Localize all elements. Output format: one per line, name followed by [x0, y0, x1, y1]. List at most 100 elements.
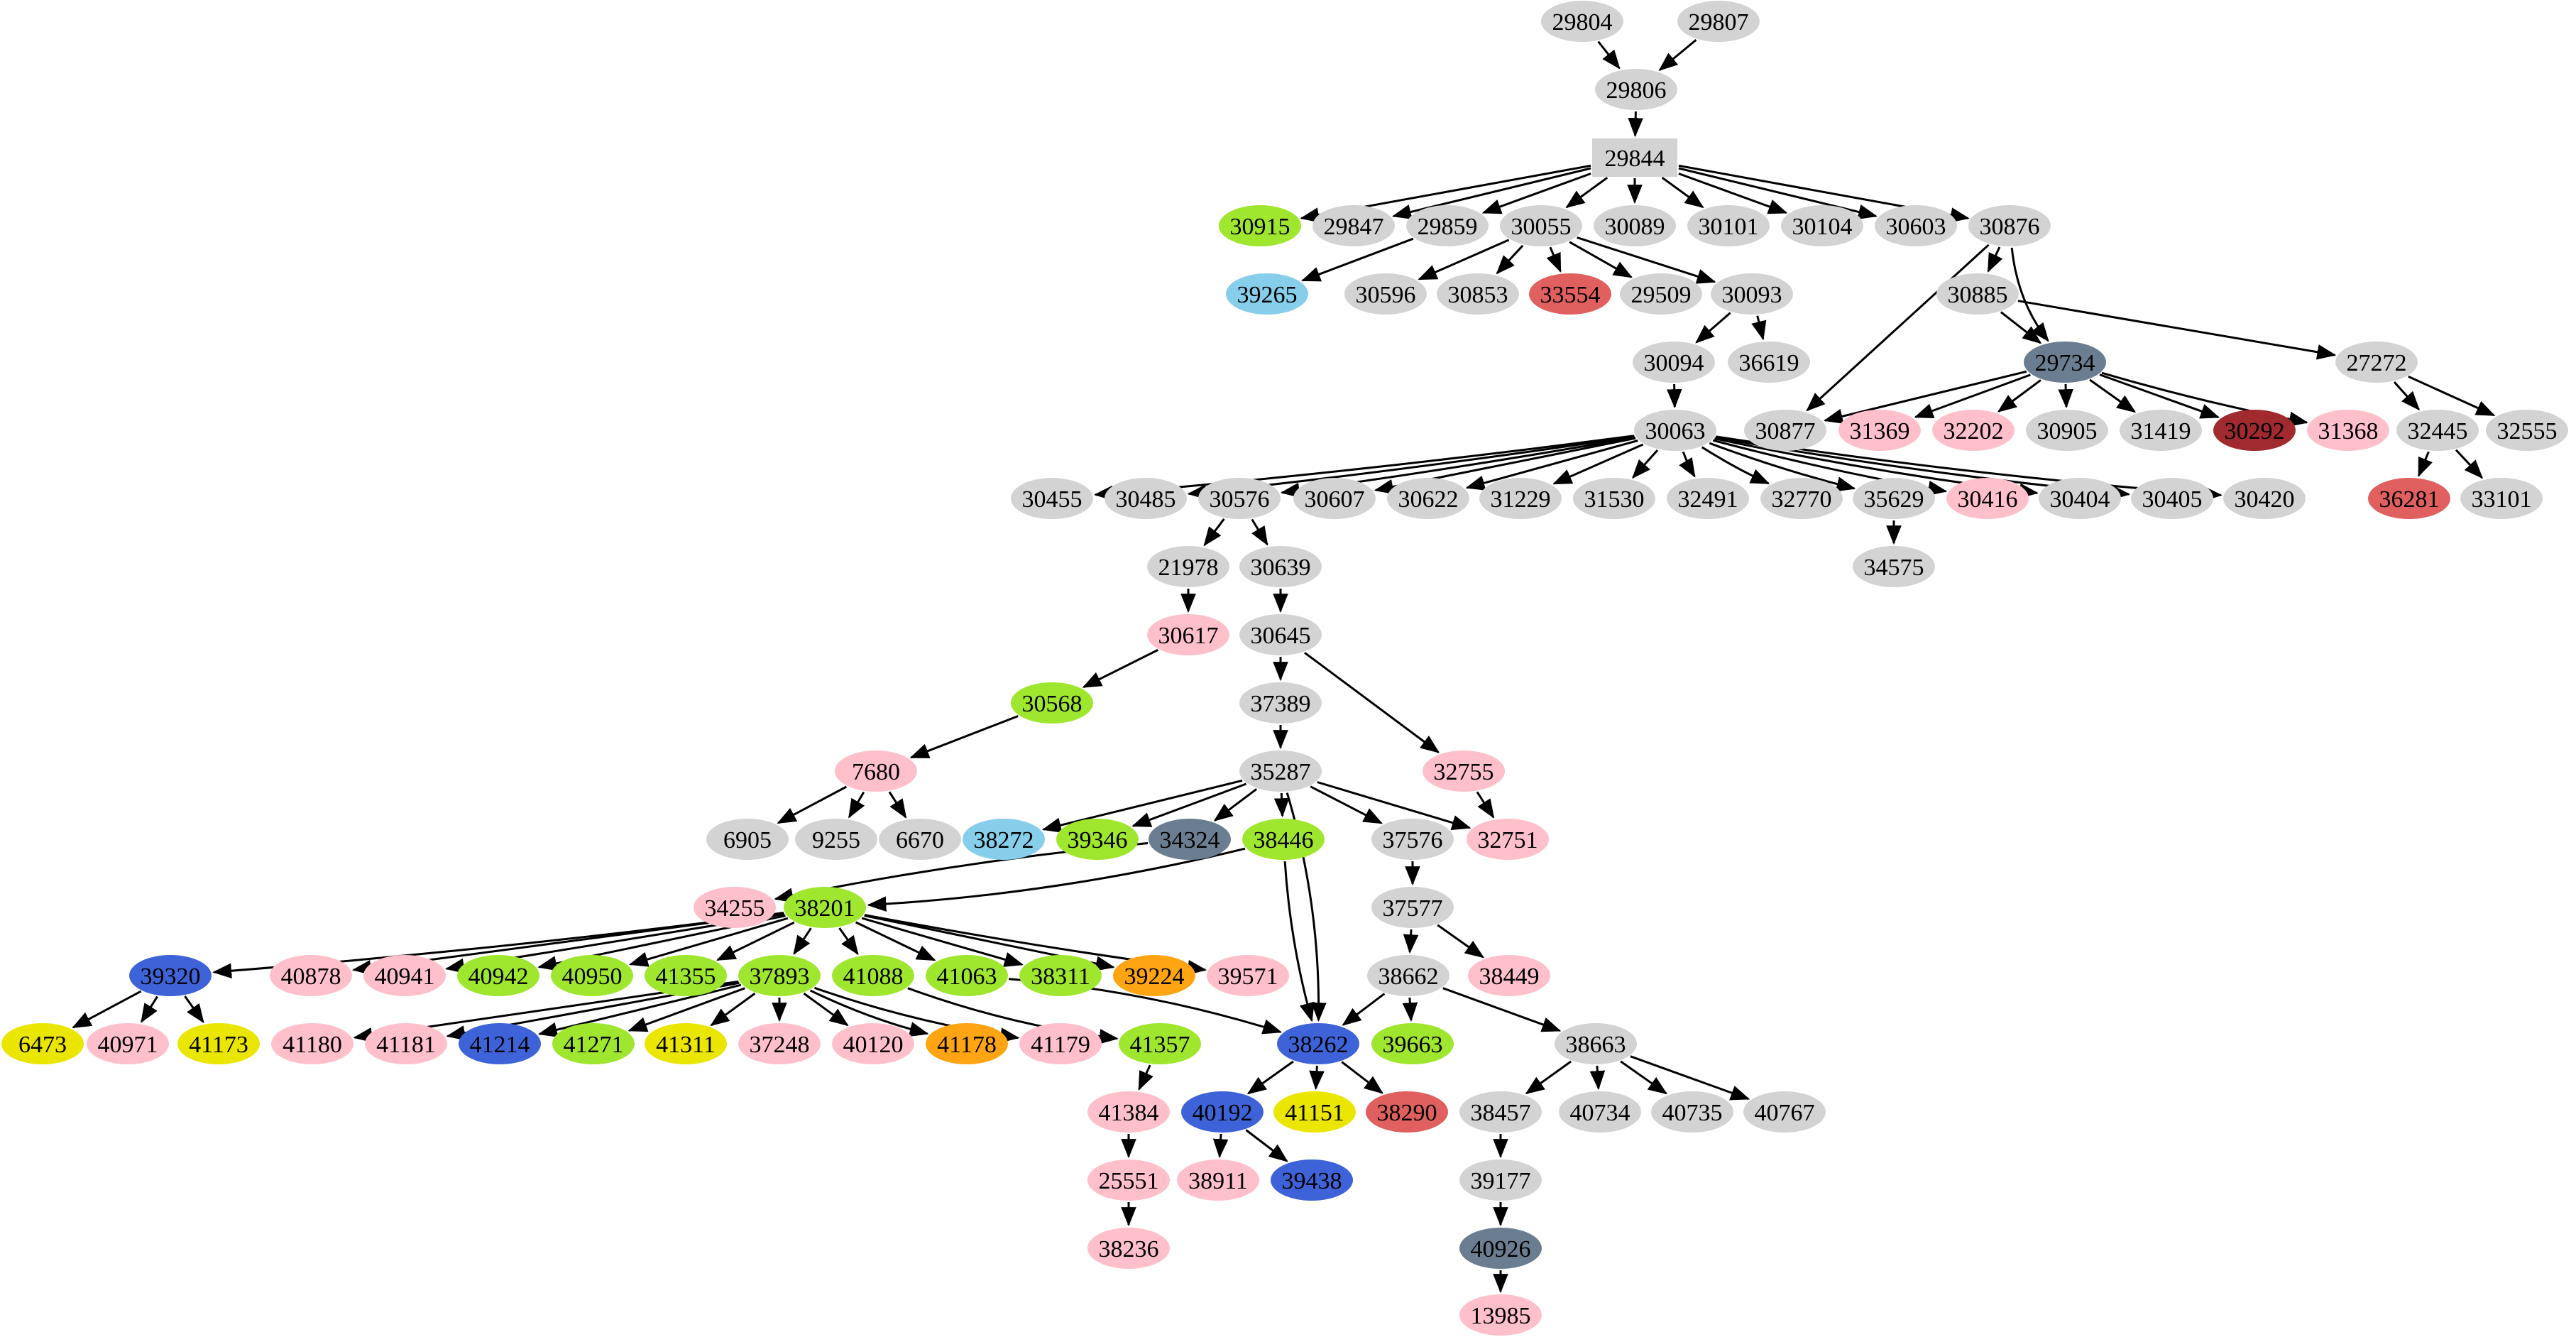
graph-node-41181: 41181: [365, 1023, 447, 1064]
node-ellipse-shape: [832, 955, 914, 996]
edge-29844-30055: [1565, 176, 1608, 209]
graph-node-33101: 33101: [2460, 478, 2543, 519]
edge-30885-29734: [2000, 311, 2042, 344]
node-ellipse-shape: [1366, 1091, 1448, 1133]
node-ellipse-shape: [457, 955, 539, 996]
node-ellipse-shape: [271, 1023, 353, 1064]
node-ellipse-shape: [1242, 819, 1325, 860]
graph-node-40192: 40192: [1181, 1091, 1264, 1133]
node-ellipse-shape: [1207, 955, 1289, 996]
graph-node-41179: 41179: [1019, 1023, 1102, 1064]
node-ellipse-shape: [738, 1023, 821, 1064]
edge-41357-41384: [1138, 1064, 1153, 1091]
graph-node-36281: 36281: [2368, 478, 2450, 519]
edge-30063-32770: [1701, 446, 1770, 485]
graph-node-41214: 41214: [459, 1023, 541, 1064]
edge-38662-38262: [1342, 993, 1386, 1026]
graph-node-6670: 6670: [879, 819, 961, 860]
node-ellipse-shape: [1760, 478, 1843, 519]
node-ellipse-shape: [1087, 1228, 1170, 1269]
node-ellipse-shape: [2213, 410, 2296, 451]
graph-node-41173: 41173: [177, 1023, 260, 1064]
node-ellipse-shape: [645, 955, 727, 996]
node-ellipse-shape: [1198, 478, 1281, 519]
graph-node-41088: 41088: [832, 955, 914, 996]
node-ellipse-shape: [1677, 1, 1760, 42]
graph-node-30617: 30617: [1147, 614, 1229, 655]
node-ellipse-shape: [1853, 478, 1935, 519]
node-ellipse-shape: [551, 955, 633, 996]
node-ellipse-shape: [1273, 1091, 1356, 1133]
node-ellipse-shape: [1459, 1159, 1542, 1201]
edge-37893-41178: [809, 989, 929, 1037]
graph-node-9255: 9255: [795, 819, 877, 860]
edge-27272-32445: [2393, 381, 2421, 411]
node-ellipse-shape: [270, 955, 352, 996]
edge-29734-30877: [1823, 370, 2027, 424]
graph-node-30568: 30568: [1011, 682, 1093, 724]
edge-35287-38272: [1041, 779, 1243, 833]
node-ellipse-shape: [1367, 955, 1449, 996]
edge-29844-30101: [1661, 176, 1704, 209]
graph-node-40734: 40734: [1559, 1091, 1641, 1133]
edge-38663-40735: [1620, 1060, 1667, 1095]
node-ellipse-shape: [835, 751, 917, 792]
graph-node-37248: 37248: [738, 1023, 821, 1064]
graph-node-39438: 39438: [1271, 1159, 1353, 1201]
edge-39320-41173: [184, 995, 204, 1024]
graph-node-38262: 38262: [1277, 1023, 1359, 1064]
graph-node-30622: 30622: [1387, 478, 1469, 519]
edge-30876-30877: [1806, 244, 1990, 412]
graph-node-35287: 35287: [1239, 751, 1322, 792]
node-ellipse-shape: [1633, 342, 1715, 383]
node-ellipse-shape: [1371, 887, 1454, 928]
graph-node-38236: 38236: [1087, 1228, 1170, 1269]
graph-node-29847: 29847: [1312, 205, 1395, 246]
graph-node-31530: 31530: [1573, 478, 1655, 519]
node-ellipse-shape: [1056, 819, 1139, 860]
node-ellipse-shape: [1119, 1023, 1201, 1064]
edge-38446-38201: [867, 847, 1246, 912]
graph-node-29509: 29509: [1620, 273, 1702, 315]
node-ellipse-shape: [1219, 205, 1301, 246]
edge-29806-29844: [1628, 111, 1643, 138]
graph-node-30455: 30455: [1011, 478, 1093, 519]
node-ellipse-shape: [1019, 955, 1102, 996]
node-ellipse-shape: [87, 1023, 169, 1064]
graph-node-38911: 38911: [1177, 1159, 1259, 1201]
graph-node-13985: 13985: [1459, 1294, 1542, 1336]
edge-27272-32555: [2408, 375, 2496, 417]
graph-node-30885: 30885: [1936, 273, 2019, 315]
node-ellipse-shape: [177, 1023, 260, 1064]
edge-29734-31369: [1914, 373, 2031, 418]
graph-node-35629: 35629: [1853, 478, 1935, 519]
graph-node-40120: 40120: [832, 1023, 914, 1064]
node-ellipse-shape: [832, 1023, 914, 1064]
edge-30617-30568: [1082, 649, 1158, 689]
graph-node-30596: 30596: [1344, 273, 1427, 315]
node-ellipse-shape: [1459, 1294, 1542, 1336]
edge-32445-33101: [2455, 449, 2484, 479]
graph-node-32202: 32202: [1932, 410, 2015, 451]
node-ellipse-shape: [1595, 69, 1677, 110]
node-ellipse-shape: [1932, 410, 2015, 451]
node-ellipse-shape: [2396, 410, 2479, 451]
node-ellipse-shape: [784, 887, 866, 928]
edge-37893-41271: [627, 987, 745, 1032]
edge-39320-6473: [72, 990, 142, 1029]
graph-node-41355: 41355: [645, 955, 727, 996]
graph-node-25551: 25551: [1087, 1159, 1170, 1201]
graph-node-30101: 30101: [1687, 205, 1770, 246]
graph-node-30485: 30485: [1105, 478, 1187, 519]
edge-30055-29509: [1569, 241, 1633, 278]
graph-node-31368: 31368: [2307, 410, 2389, 451]
node-ellipse-shape: [1, 1023, 84, 1064]
graph-node-32555: 32555: [2486, 410, 2568, 451]
graph-node-32491: 32491: [1667, 478, 1749, 519]
graph-node-39571: 39571: [1207, 955, 1289, 996]
graph-node-39320: 39320: [129, 955, 212, 996]
edge-38662-39663: [1402, 997, 1418, 1022]
edge-32755-32751: [1476, 791, 1495, 819]
